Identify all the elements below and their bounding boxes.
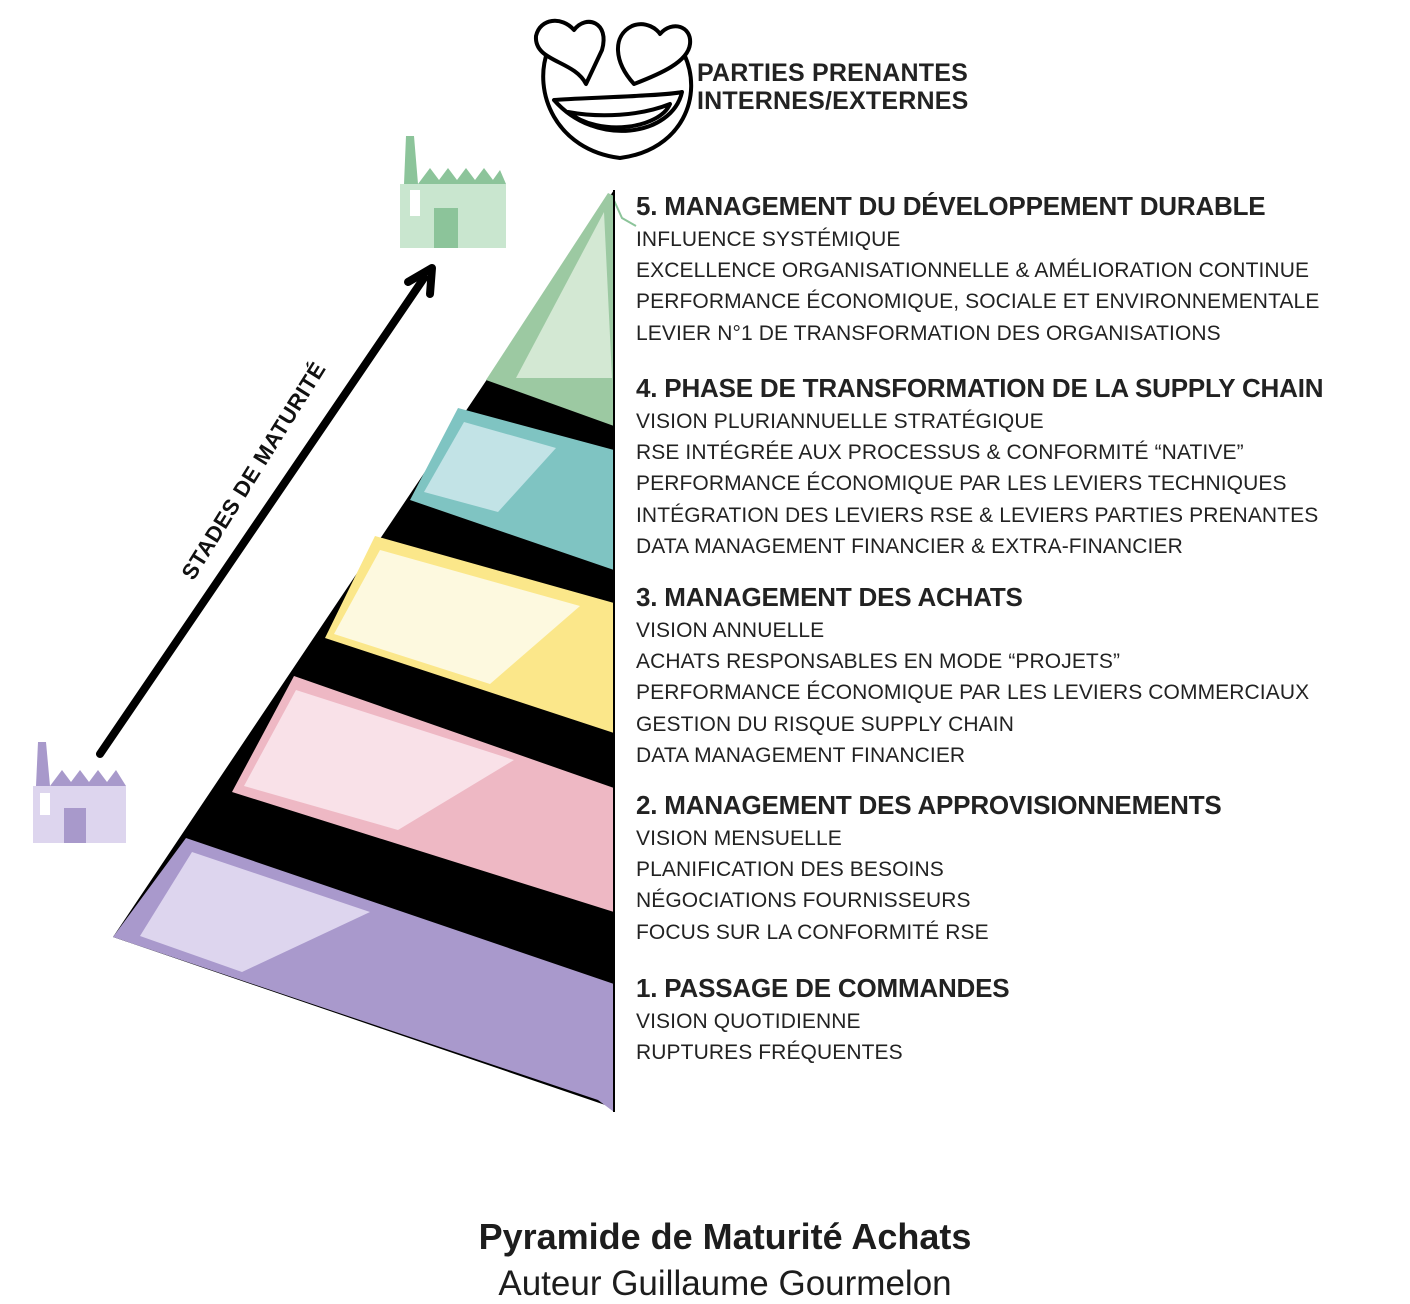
up-right-arrow-icon xyxy=(96,264,436,758)
heart-eyes-smiley-icon xyxy=(533,19,694,160)
list-item: ACHATS RESPONSABLES EN MODE “PROJETS” xyxy=(636,650,1121,674)
list-item: VISION PLURIANNUELLE STRATÉGIQUE xyxy=(636,410,1044,433)
pyramid-level-2 xyxy=(232,676,614,912)
level-2-title: 2. MANAGEMENT DES APPROVISIONNEMENTS xyxy=(636,790,1222,820)
list-item: FOCUS SUR LA CONFORMITÉ RSE xyxy=(636,920,989,944)
list-item: DATA MANAGEMENT FINANCIER xyxy=(636,743,966,767)
pyramid-level-1 xyxy=(113,838,614,1112)
list-item: LEVIER N°1 DE TRANSFORMATION DES ORGANIS… xyxy=(636,321,1221,345)
level-5-list: INFLUENCE SYSTÉMIQUE EXCELLENCE ORGANISA… xyxy=(636,224,1319,349)
list-item: VISION MENSUELLE xyxy=(636,827,842,850)
level-1-list: VISION QUOTIDIENNE RUPTURES FRÉQUENTES xyxy=(636,1006,1009,1068)
level-4-block: 4. PHASE DE TRANSFORMATION DE LA SUPPLY … xyxy=(636,372,1324,562)
list-item: EXCELLENCE ORGANISATIONNELLE & AMÉLIORAT… xyxy=(636,259,1310,283)
pyramid-level-5 xyxy=(486,193,637,426)
list-item: PERFORMANCE ÉCONOMIQUE, SOCIALE ET ENVIR… xyxy=(636,290,1320,314)
level-4-list: VISION PLURIANNUELLE STRATÉGIQUE RSE INT… xyxy=(636,406,1323,562)
level-2-block: 2. MANAGEMENT DES APPROVISIONNEMENTS VIS… xyxy=(636,789,1222,948)
list-item: VISION QUOTIDIENNE xyxy=(636,1010,861,1033)
factory-icon xyxy=(33,742,126,843)
level-4-title: 4. PHASE DE TRANSFORMATION DE LA SUPPLY … xyxy=(636,373,1324,403)
level-2-list: VISION MENSUELLE PLANIFICATION DES BESOI… xyxy=(636,823,1222,948)
list-item: GESTION DU RISQUE SUPPLY CHAIN xyxy=(636,712,1014,736)
list-item: INTÉGRATION DES LEVIERS RSE & LEVIERS PA… xyxy=(636,503,1319,527)
list-item: INFLUENCE SYSTÉMIQUE xyxy=(636,228,901,251)
list-item: VISION ANNUELLE xyxy=(636,619,825,642)
level-5-block: 5. MANAGEMENT DU DÉVELOPPEMENT DURABLE I… xyxy=(636,190,1319,349)
level-1-block: 1. PASSAGE DE COMMANDES VISION QUOTIDIEN… xyxy=(636,972,1010,1068)
diagram-title: Pyramide de Maturité Achats xyxy=(478,1216,972,1257)
diagram-author: Auteur Guillaume Gourmelon xyxy=(498,1264,952,1303)
stakeholders-line-1: PARTIES PRENANTES xyxy=(697,59,969,87)
factory-icon xyxy=(400,136,506,248)
stakeholders-line-2: INTERNES/EXTERNES xyxy=(697,87,969,115)
pyramid-level-3 xyxy=(325,536,614,733)
list-item: PERFORMANCE ÉCONOMIQUE PAR LES LEVIERS T… xyxy=(636,472,1287,496)
list-item: PLANIFICATION DES BESOINS xyxy=(636,858,944,882)
list-item: DATA MANAGEMENT FINANCIER & EXTRA-FINANC… xyxy=(636,534,1183,558)
level-3-block: 3. MANAGEMENT DES ACHATS VISION ANNUELLE… xyxy=(636,581,1309,771)
level-1-title: 1. PASSAGE DE COMMANDES xyxy=(636,973,1010,1003)
list-item: NÉGOCIATIONS FOURNISSEURS xyxy=(636,889,971,913)
level-3-list: VISION ANNUELLE ACHATS RESPONSABLES EN M… xyxy=(636,615,1309,771)
level-3-title: 3. MANAGEMENT DES ACHATS xyxy=(636,582,1023,612)
level-5-title: 5. MANAGEMENT DU DÉVELOPPEMENT DURABLE xyxy=(636,191,1266,221)
stakeholders-label: PARTIES PRENANTES INTERNES/EXTERNES xyxy=(697,59,1057,115)
list-item: PERFORMANCE ÉCONOMIQUE PAR LES LEVIERS C… xyxy=(636,681,1310,705)
pyramid-level-4 xyxy=(410,408,614,570)
list-item: RUPTURES FRÉQUENTES xyxy=(636,1041,903,1065)
list-item: RSE INTÉGRÉE AUX PROCESSUS & CONFORMITÉ … xyxy=(636,441,1244,465)
